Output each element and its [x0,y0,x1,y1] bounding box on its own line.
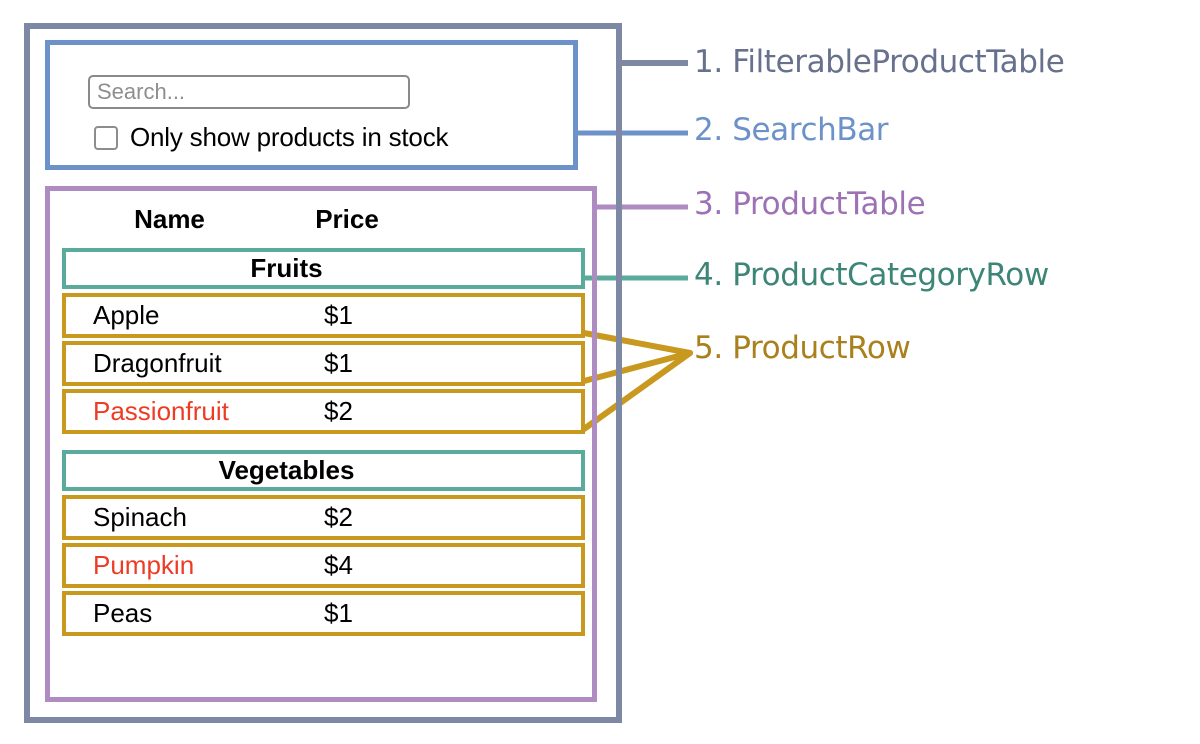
search-bar-boundary [45,40,578,170]
product-name: Pumpkin [93,550,195,580]
legend-item-product-table: 3. ProductTable [694,186,926,222]
column-header-name: Name [134,203,205,234]
product-price: $1 [324,300,353,330]
product-name: Spinach [93,502,187,532]
product-table-rows: Fruits Apple $1 Dragonfruit $1 Passionfr… [62,248,585,639]
product-name: Dragonfruit [93,348,222,378]
product-category-row: Vegetables [62,450,585,491]
product-name: Apple [93,300,160,330]
product-row: Dragonfruit $1 [62,341,585,386]
search-input[interactable] [88,75,410,109]
legend-item-search-bar: 2. SearchBar [694,112,889,148]
product-price: $2 [324,396,353,426]
product-name: Peas [93,598,153,628]
product-row: Pumpkin $4 [62,543,585,588]
product-category-row: Fruits [62,248,585,289]
product-row: Passionfruit $2 [62,389,585,434]
legend-item-product-category-row: 4. ProductCategoryRow [694,257,1049,293]
legend-item-product-row: 5. ProductRow [694,330,911,366]
product-row: Peas $1 [62,591,585,636]
product-price: $2 [324,502,353,532]
product-row: Spinach $2 [62,495,585,540]
column-header-price: Price [315,203,379,234]
product-price: $1 [324,348,353,378]
category-group-spacer [62,437,585,450]
product-price: $1 [324,598,353,628]
product-category-label: Fruits [250,253,323,283]
product-category-label: Vegetables [218,455,355,485]
in-stock-checkbox[interactable] [94,125,118,150]
stock-filter-row[interactable]: Only show products in stock [94,122,448,153]
legend-item-filterable-product-table: 1. FilterableProductTable [694,44,1065,80]
in-stock-checkbox-label: Only show products in stock [130,122,449,152]
product-table-boundary [45,186,597,702]
product-row: Apple $1 [62,293,585,338]
product-table-header: Name Price [62,196,585,242]
product-name: Passionfruit [93,396,229,426]
product-price: $4 [324,550,353,580]
filterable-product-table-boundary [24,23,622,723]
